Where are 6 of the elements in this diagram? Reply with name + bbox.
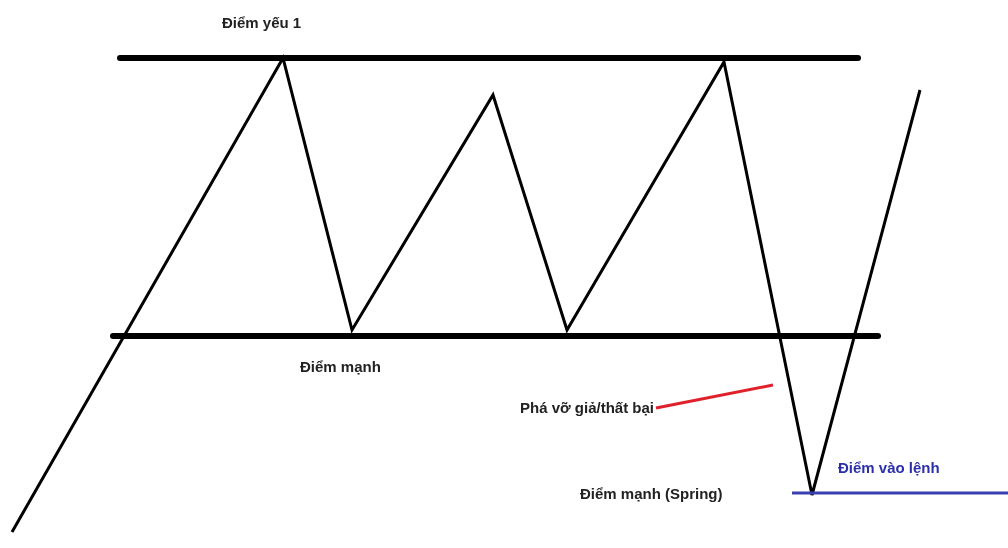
- annotation-label: Điểm yếu 1: [222, 14, 302, 32]
- annotation-label: Điểm vào lệnh: [838, 459, 940, 477]
- leader-line: [655, 383, 774, 410]
- annotation-label: Điểm mạnh: [300, 358, 381, 376]
- annotation-label: Điểm mạnh (Spring): [580, 485, 723, 503]
- callout-label: Phá vỡ giả/thất bại: [520, 399, 655, 417]
